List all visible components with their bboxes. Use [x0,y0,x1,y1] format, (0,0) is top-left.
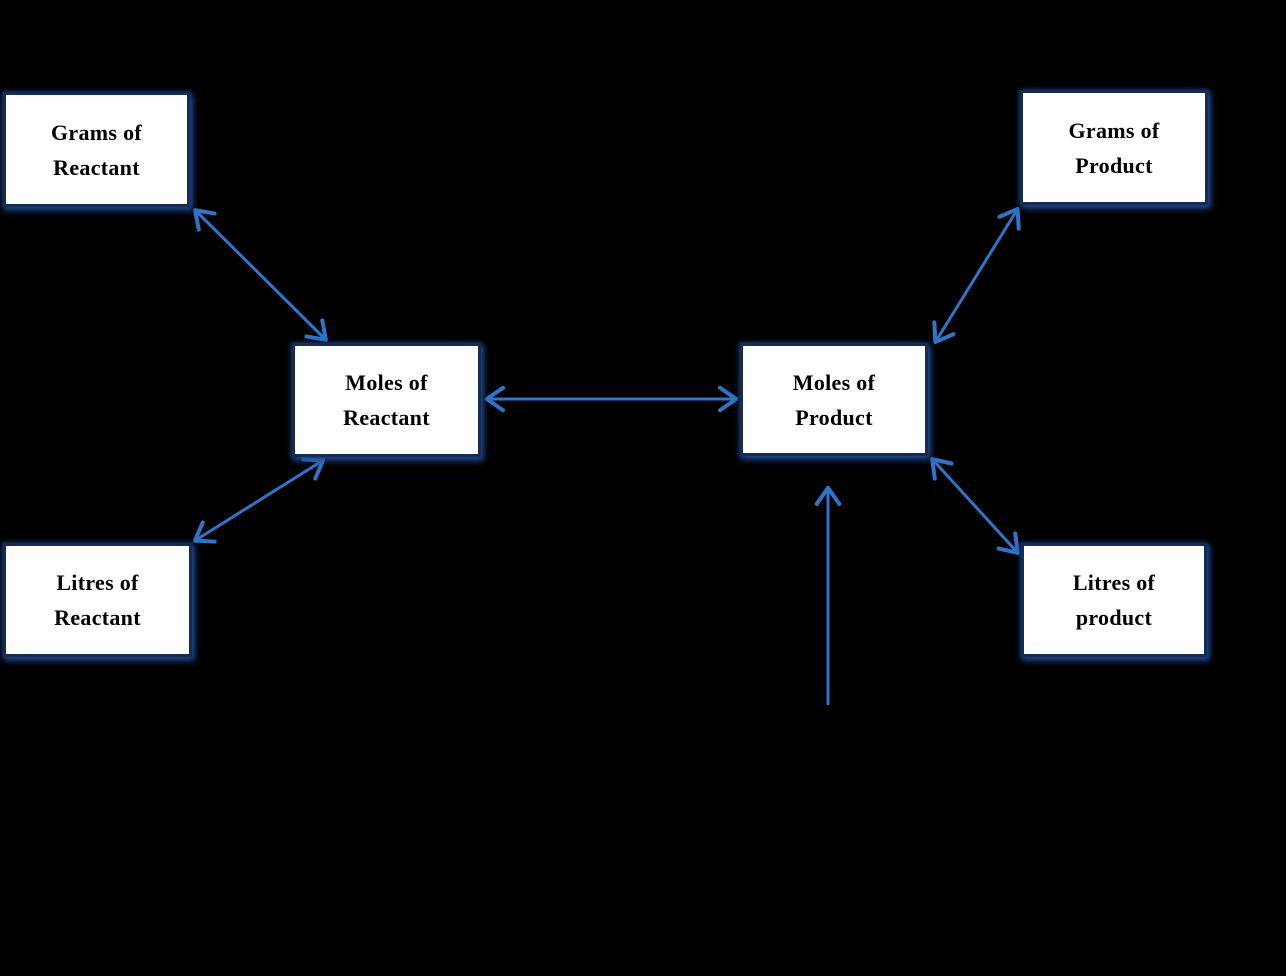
node-grams-of-product: Grams of Product [1020,90,1208,205]
node-label-line: product [1075,605,1153,630]
node-label-line: Reactant [343,405,430,430]
arrow-grams-reactant--moles-reactant [193,208,328,342]
arrow-moles-product--litres-product [930,457,1020,555]
node-litres-of-reactant: Litres of Reactant [3,543,192,657]
node-label-line: Grams of [1068,117,1160,143]
node-label-line: Reactant [54,605,141,630]
arrow-moles-product--grams-product [932,206,1021,345]
arrow-litres-reactant--moles-reactant [192,457,326,544]
node-label-line: Product [1075,152,1153,178]
node-label-line: Litres of [1072,570,1156,595]
node-grams-of-reactant: Grams of Reactant [3,92,190,207]
node-litres-of-product: Litres of product [1021,543,1207,657]
node-label-line: Moles of [792,369,876,395]
node-label-line: Grams of [51,119,142,145]
node-label-line: Reactant [53,154,140,180]
node-label-line: Moles of [345,370,428,395]
node-moles-of-reactant: Moles of Reactant [292,343,481,457]
node-label-line: Litres of [56,570,139,595]
node-label-line: Product [795,404,873,430]
node-moles-of-product: Moles of Product [740,343,928,456]
